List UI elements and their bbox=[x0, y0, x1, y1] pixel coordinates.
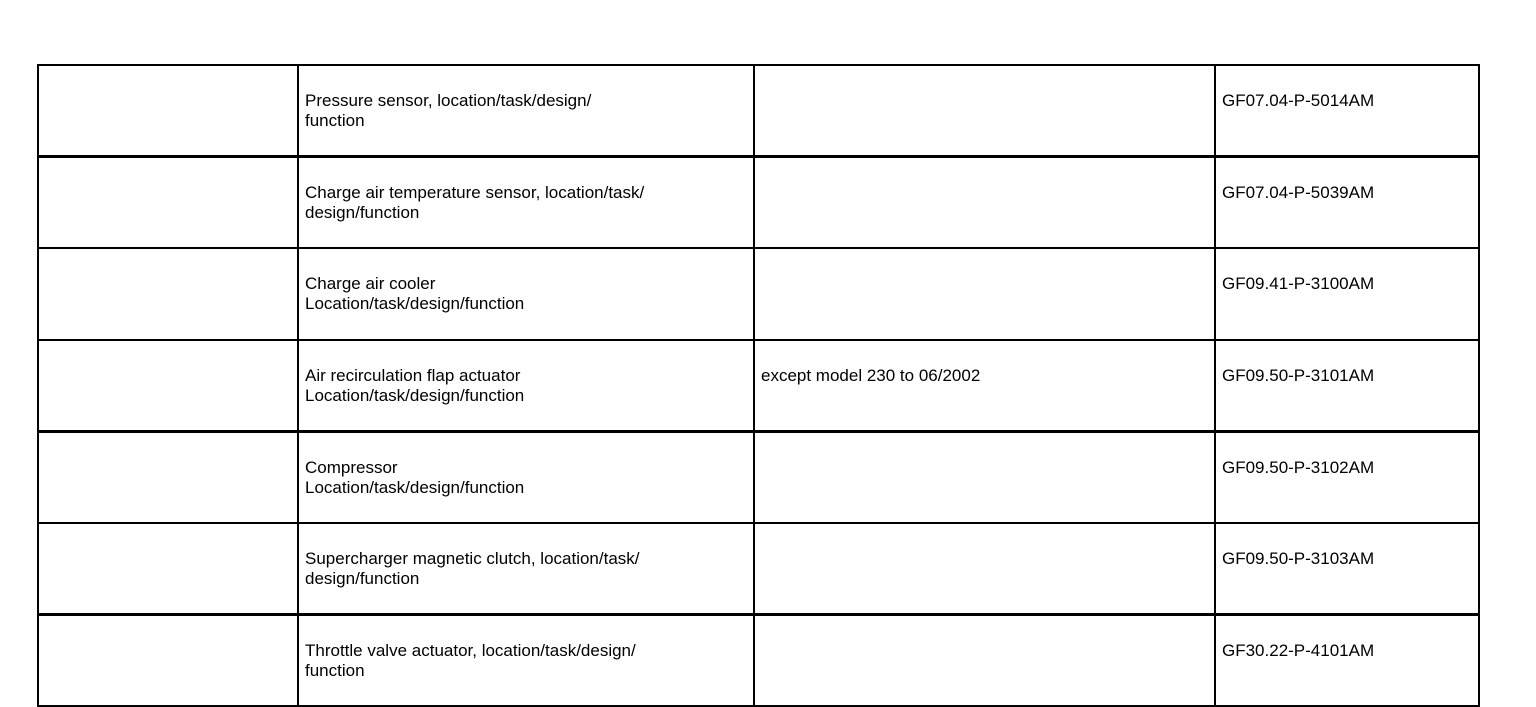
table-row: Charge air cooler Location/task/design/f… bbox=[37, 247, 1480, 341]
cell-subject: Throttle valve actuator, location/task/d… bbox=[297, 613, 755, 707]
document-code-text: GF30.22-P-4101AM bbox=[1222, 641, 1375, 661]
table-row: Pressure sensor, location/task/design/ f… bbox=[37, 64, 1480, 159]
cell-note bbox=[753, 521, 1216, 617]
cell-marker bbox=[37, 247, 299, 341]
subject-text: Charge air temperature sensor, location/… bbox=[305, 183, 645, 223]
cell-subject: Charge air cooler Location/task/design/f… bbox=[297, 247, 755, 341]
cell-document-code: GF09.50-P-3103AM bbox=[1214, 521, 1480, 617]
subject-text: Pressure sensor, location/task/design/ f… bbox=[305, 91, 592, 131]
note-text: except model 230 to 06/2002 bbox=[761, 365, 981, 385]
document-page: Pressure sensor, location/task/design/ f… bbox=[37, 64, 1480, 707]
cell-subject: Compressor Location/task/design/function bbox=[297, 430, 755, 524]
cell-marker bbox=[37, 521, 299, 617]
subject-text: Charge air cooler Location/task/design/f… bbox=[305, 274, 525, 314]
cell-marker bbox=[37, 613, 299, 707]
cell-document-code: GF09.41-P-3100AM bbox=[1214, 247, 1480, 341]
document-code-text: GF07.04-P-5014AM bbox=[1222, 91, 1375, 111]
table-body: Pressure sensor, location/task/design/ f… bbox=[37, 64, 1480, 707]
document-code-text: GF09.50-P-3103AM bbox=[1222, 548, 1375, 568]
cell-subject: Air recirculation flap actuator Location… bbox=[297, 338, 755, 433]
cell-subject: Charge air temperature sensor, location/… bbox=[297, 155, 755, 250]
cell-marker bbox=[37, 64, 299, 159]
subject-text: Air recirculation flap actuator Location… bbox=[305, 365, 525, 405]
table-row: Charge air temperature sensor, location/… bbox=[37, 155, 1480, 250]
document-code-text: GF09.50-P-3102AM bbox=[1222, 457, 1375, 477]
document-code-text: GF07.04-P-5039AM bbox=[1222, 183, 1375, 203]
cell-note: except model 230 to 06/2002 bbox=[753, 338, 1216, 433]
cell-marker bbox=[37, 155, 299, 250]
document-code-text: GF09.50-P-3101AM bbox=[1222, 365, 1375, 385]
cell-note bbox=[753, 613, 1216, 707]
cell-note bbox=[753, 430, 1216, 524]
cell-document-code: GF30.22-P-4101AM bbox=[1214, 613, 1480, 707]
cell-document-code: GF09.50-P-3101AM bbox=[1214, 338, 1480, 433]
cell-document-code: GF07.04-P-5039AM bbox=[1214, 155, 1480, 250]
table-row: Compressor Location/task/design/function… bbox=[37, 430, 1480, 524]
table-row: Supercharger magnetic clutch, location/t… bbox=[37, 521, 1480, 617]
table-row: Air recirculation flap actuator Location… bbox=[37, 338, 1480, 433]
document-code-text: GF09.41-P-3100AM bbox=[1222, 274, 1375, 294]
cell-marker bbox=[37, 430, 299, 524]
subject-text: Compressor Location/task/design/function bbox=[305, 457, 525, 497]
cell-note bbox=[753, 64, 1216, 159]
table-row: Throttle valve actuator, location/task/d… bbox=[37, 613, 1480, 707]
subject-text: Throttle valve actuator, location/task/d… bbox=[305, 641, 636, 681]
document-reference-table: Pressure sensor, location/task/design/ f… bbox=[37, 64, 1480, 707]
cell-document-code: GF09.50-P-3102AM bbox=[1214, 430, 1480, 524]
subject-text: Supercharger magnetic clutch, location/t… bbox=[305, 548, 640, 589]
cell-note bbox=[753, 247, 1216, 341]
cell-subject: Supercharger magnetic clutch, location/t… bbox=[297, 521, 755, 617]
cell-document-code: GF07.04-P-5014AM bbox=[1214, 64, 1480, 159]
cell-note bbox=[753, 155, 1216, 250]
cell-subject: Pressure sensor, location/task/design/ f… bbox=[297, 64, 755, 159]
cell-marker bbox=[37, 338, 299, 433]
